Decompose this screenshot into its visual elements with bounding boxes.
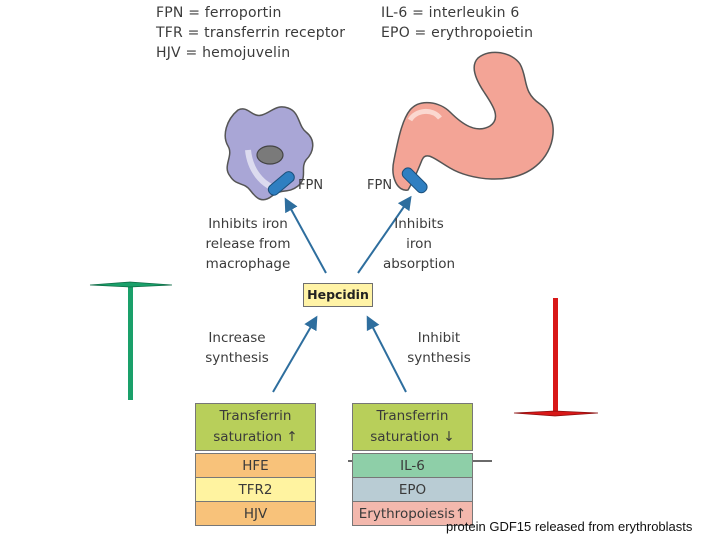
row-erythropoiesis: Erythropoiesis↑ [352, 501, 473, 526]
legend-epo: EPO = erythropoietin [381, 25, 534, 41]
label-inhibits-absorption: Inhibits iron absorption [382, 216, 456, 272]
fpn-channel-right-icon [401, 167, 428, 194]
arrow-hepcidin-to-macrophage [284, 197, 327, 274]
label-inhibits-release: Inhibits iron release from macrophage [205, 216, 291, 272]
legend-hjv: HJV = hemojuvelin [156, 45, 291, 61]
arrow-left-box-to-hepcidin [272, 315, 318, 393]
arrow-right-box-to-hepcidin [366, 315, 407, 393]
legend-il6: IL-6 = interleukin 6 [381, 5, 520, 21]
fpn-channel-left-icon [267, 171, 295, 196]
label-increase-synthesis: Increase synthesis [205, 330, 269, 366]
fpn-label-right: FPN [367, 178, 393, 193]
arrow-hepcidin-to-stomach [357, 195, 412, 274]
label-inhibit-synthesis: Inhibit synthesis [407, 330, 471, 366]
legend-fpn: FPN = ferroportin [156, 5, 282, 21]
red-down-t-icon [513, 298, 599, 417]
row-tfr2: TFR2 [195, 477, 316, 502]
row-il6: IL-6 [352, 453, 473, 478]
fpn-label-left: FPN [298, 178, 324, 193]
stomach-illustration [392, 51, 554, 194]
row-hjv: HJV [195, 501, 316, 526]
hepcidin-box: Hepcidin [303, 283, 373, 307]
macrophage-nucleus [256, 145, 284, 165]
row-hfe: HFE [195, 453, 316, 478]
left-transferrin-saturation-up: Transferrin saturation ↑ [195, 403, 316, 451]
macrophage-illustration [224, 106, 314, 201]
row-epo: EPO [352, 477, 473, 502]
gdf15-note: protein GDF15 released from erythroblast… [446, 519, 693, 534]
legend-tfr: TFR = transferrin receptor [156, 25, 346, 41]
green-up-t-icon [89, 281, 173, 400]
right-transferrin-saturation-down: Transferrin saturation ↓ [352, 403, 473, 451]
